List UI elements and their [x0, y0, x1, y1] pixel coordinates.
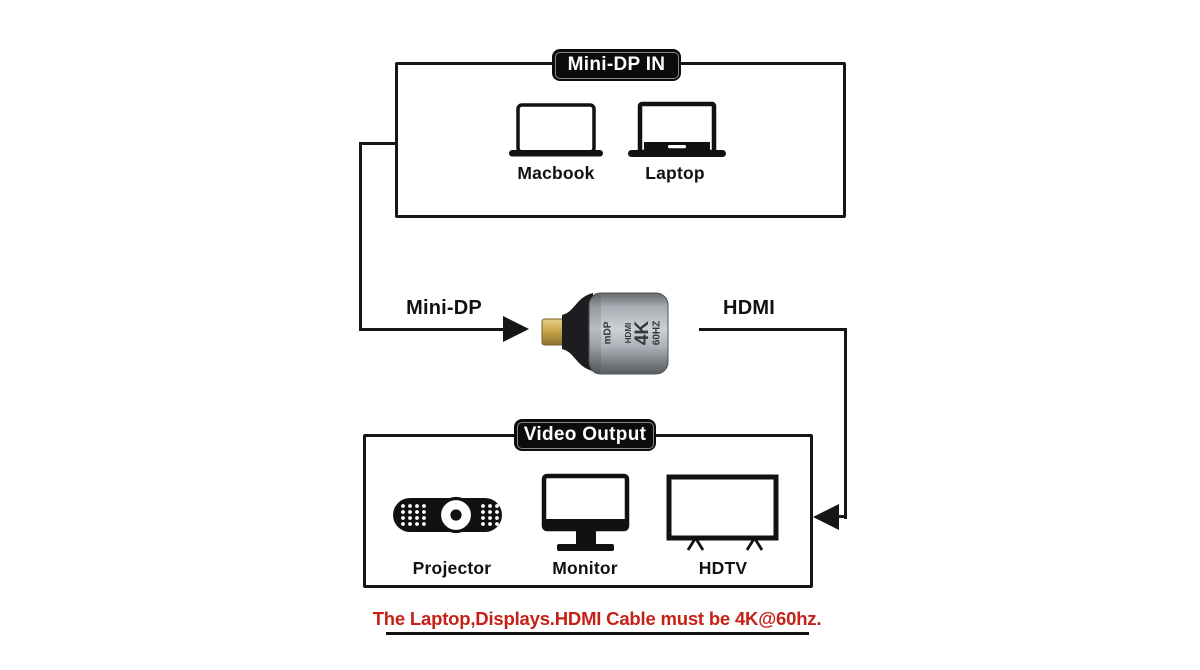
connector-top-horizontal	[360, 142, 397, 145]
monitor-label: Monitor	[552, 558, 618, 578]
hdtv-icon	[666, 474, 779, 551]
connector-bottom-horizontal	[838, 515, 847, 518]
arrow-into-output-box-icon	[813, 504, 839, 530]
connector-right-vertical	[844, 328, 847, 519]
video-output-badge-label: Video Output	[523, 424, 647, 445]
connector-minidp-line	[359, 328, 505, 331]
connector-left-vertical	[359, 142, 362, 331]
laptop-label: Laptop	[645, 163, 705, 183]
mini-dp-port-label: Mini-DP	[406, 297, 482, 319]
monitor-icon	[541, 473, 630, 551]
mini-dp-in-box	[395, 62, 846, 218]
adapter-print-60hz: 60HZ	[652, 321, 663, 345]
mini-dp-in-badge: Mini-DP IN	[552, 49, 681, 81]
adapter-print-hdmi: HDMI	[624, 323, 633, 343]
macbook-icon	[509, 103, 603, 157]
footnote-underline	[386, 632, 809, 635]
hdmi-port-label: HDMI	[723, 297, 775, 319]
footnote-text: The Laptop,Displays.HDMI Cable must be 4…	[372, 608, 822, 629]
laptop-icon	[628, 101, 726, 157]
projector-icon	[393, 496, 502, 534]
adapter-print-4k: 4K	[632, 321, 653, 346]
video-output-badge: Video Output	[514, 419, 656, 451]
macbook-label: Macbook	[517, 163, 595, 183]
connector-hdmi-line	[699, 328, 847, 331]
adapter-print-mdp: mDP	[603, 321, 614, 344]
minidp-to-hdmi-adapter: mDP HDMI 4K 60HZ	[541, 292, 669, 375]
hdtv-label: HDTV	[698, 558, 748, 578]
mini-dp-in-badge-label: Mini-DP IN	[567, 54, 666, 75]
arrow-into-adapter-icon	[503, 316, 529, 342]
projector-label: Projector	[412, 558, 492, 578]
